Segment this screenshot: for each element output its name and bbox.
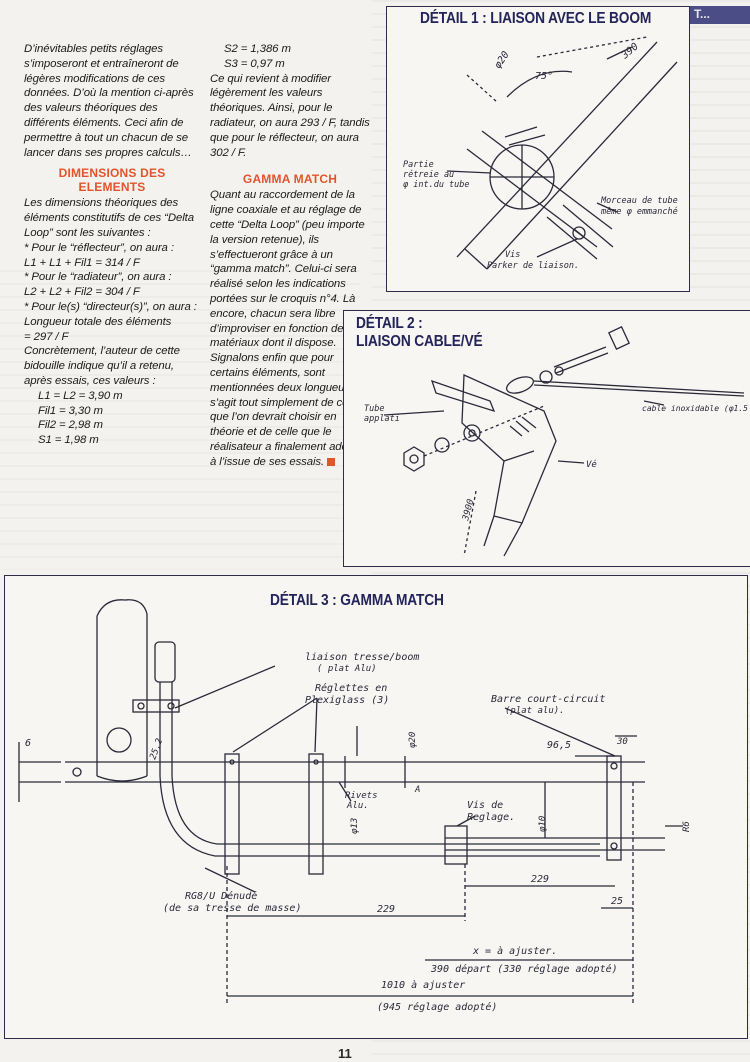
value-line: S3 = 0,97 m: [224, 57, 285, 70]
d3-dim-96-5: 96,5: [547, 740, 571, 751]
detail-1-drawing: φ20 390 75° Partie rétreie au φ int.du t…: [403, 36, 678, 271]
d3-dim-d20: φ20: [408, 732, 418, 748]
facing-page-bleed-left: [0, 270, 360, 570]
d1-label-vis: Parker de liaison.: [487, 261, 579, 271]
d3-label-reglettes: Réglettes en: [315, 682, 387, 694]
d1-label-morceau: Morceau de tube: [600, 196, 678, 206]
value-line: S2 = 1,386 m: [224, 43, 291, 55]
d3-label-a: A: [414, 785, 420, 795]
d1-angle-75: 75°: [535, 71, 553, 82]
d3-label-rivets: Alu.: [346, 801, 369, 811]
d1-dim-390: 390: [619, 41, 641, 62]
d3-dim-229b: 229: [531, 874, 549, 885]
d3-label-barre: Barre court-circuit: [491, 694, 605, 705]
d3-dim-6: 6: [25, 738, 31, 749]
gamma-paragraph: Quant au raccordement de la ligne coaxia…: [210, 189, 365, 350]
detail-3-drawing: liaison tresse/boom ( plat Alu) Réglette…: [18, 599, 692, 1013]
d3-label-1010: 1010 à ajuster: [381, 979, 465, 991]
d3-dim-d10: φ10: [538, 816, 548, 832]
section-tab: T...: [688, 6, 750, 24]
detail-3-title: DÉTAIL 3 : GAMMA MATCH: [270, 592, 444, 609]
detail-1-title: DÉTAIL 1 : LIAISON AVEC LE BOOM: [420, 10, 652, 27]
d1-label-vis: Vis: [505, 250, 520, 260]
d3-label-cable: (de sa tresse de masse): [163, 903, 301, 914]
d2-label-tube: Tube: [364, 404, 384, 414]
d3-label-reglettes: Plexiglass (3): [305, 695, 389, 706]
value-line: L1 = L2 = 3,90 m: [38, 389, 123, 402]
detail-2-title-line1: DÉTAIL 2 :: [356, 315, 423, 332]
d3-label-rivets: Rivets: [345, 791, 378, 801]
d3-label-x: x = à ajuster.: [472, 945, 557, 957]
d3-dim-d13: φ13: [350, 818, 360, 834]
d3-label-cable: RG8/U Dénudé: [185, 890, 257, 902]
detail-2-box: DÉTAIL 2 : LIAISON CABLE/VÉ: [343, 310, 750, 567]
dimensions-heading: DIMENSIONS DES ELEMENTS: [58, 166, 166, 195]
gamma-match-heading: GAMMA MATCH: [242, 172, 338, 187]
d2-label-ve: Vé: [586, 459, 597, 470]
d1-label-partie: rétreie au: [403, 169, 454, 180]
d2-dim-3900: 3900: [461, 498, 477, 523]
page-number: 11: [338, 1046, 352, 1061]
left-text-column: D’inévitables petits réglages s’imposero…: [24, 42, 200, 448]
d1-label-partie: Partie: [403, 160, 434, 170]
adjustment-paragraph: Ce qui revient à modifier légèrement les…: [210, 72, 370, 159]
intro-paragraph: D’inévitables petits réglages s’imposero…: [24, 43, 194, 159]
reflecteur-formula: L1 + L1 + Fil1 = 314 / F: [24, 256, 140, 269]
detail-2-title-line2: LIAISON CABLE/VÉ: [356, 333, 483, 350]
section-tab-label: T...: [694, 7, 711, 21]
d3-dim-25-2: 25,2: [148, 737, 165, 761]
detail-1-box: DÉTAIL 1 : LIAISON AVEC LE BOOM: [386, 6, 690, 292]
d3-label-liaison: liaison tresse/boom: [305, 652, 419, 663]
value-line: Fil2 = 2,98 m: [38, 419, 103, 432]
d1-label-partie: φ int.du tube: [403, 180, 470, 190]
d2-label-tube: applati: [364, 414, 400, 424]
value-line: Fil1 = 3,30 m: [38, 404, 103, 417]
d1-label-morceau: même φ emmanché: [600, 206, 678, 217]
detail-2-title: DÉTAIL 2 : LIAISON CABLE/VÉ: [356, 315, 483, 351]
d3-label-vis: Reglage.: [467, 812, 515, 823]
d3-dim-r6: R6: [682, 821, 692, 832]
total-label: Longueur totale des éléments: [24, 315, 172, 328]
radiateur-label: * Pour le “radiateur”, on aura :: [24, 271, 172, 284]
detail-2-drawing: Tube applati cable inoxidable (φ1.5 mm) …: [364, 326, 749, 557]
d3-label-x: 390 départ (330 réglage adopté): [430, 963, 618, 975]
d3-label-vis: Vis de: [467, 800, 503, 811]
d3-label-barre: (plat alu).: [505, 706, 565, 716]
middle-text-column: S2 = 1,386 m S3 = 0,97 m Ce qui revient …: [210, 42, 370, 470]
end-mark-icon: [327, 457, 336, 466]
total-formula: = 297 / F: [24, 330, 69, 343]
d3-dim-229a: 229: [377, 904, 395, 915]
d2-label-cable: cable inoxidable (φ1.5 mm): [642, 404, 749, 413]
reflecteur-label: * Pour le “réflecteur”, on aura :: [24, 241, 174, 254]
d3-label-1010: (945 réglage adopté): [377, 1001, 497, 1013]
dimensions-paragraph: Les dimensions théoriques des éléments c…: [24, 197, 194, 239]
closing-text: Signalons enfin que pour certains élémen…: [210, 352, 368, 468]
d3-dim-25: 25: [611, 896, 623, 907]
d3-label-liaison: ( plat Alu): [317, 664, 377, 674]
directeur-label: * Pour le(s) “directeur(s)”, on aura :: [24, 300, 197, 313]
value-line: S1 = 1,98 m: [38, 434, 99, 447]
d3-dim-30: 30: [616, 737, 628, 747]
retained-values-paragraph: Concrètement, l’auteur de cette bidouill…: [24, 345, 180, 387]
d1-dim-d20: φ20: [492, 50, 511, 71]
closing-paragraph: Signalons enfin que pour certains élémen…: [210, 351, 370, 469]
radiateur-formula: L2 + L2 + Fil2 = 304 / F: [24, 286, 140, 299]
detail-3-box: DÉTAIL 3 : GAMMA MATCH: [4, 575, 748, 1039]
